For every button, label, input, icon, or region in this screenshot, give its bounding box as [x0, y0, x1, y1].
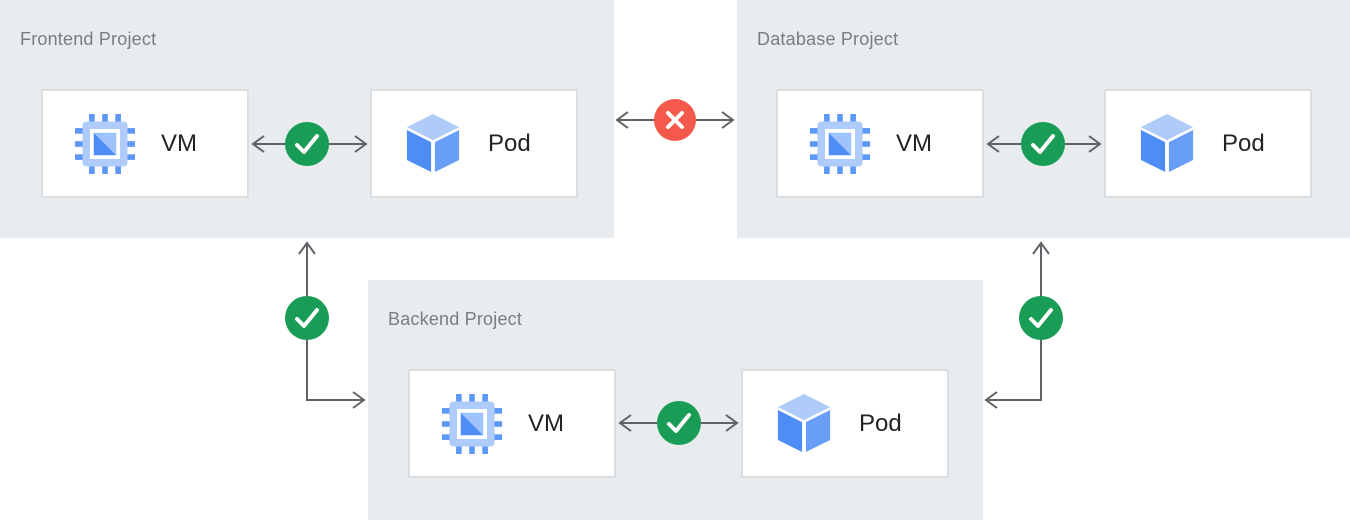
vm-node-label: VM: [528, 409, 564, 437]
database-vm-node: VM: [776, 89, 984, 198]
database-pod-node: Pod: [1104, 89, 1312, 198]
backend-project-label: Backend Project: [388, 309, 523, 329]
check-icon: [1019, 296, 1063, 340]
vm-node-label: VM: [896, 129, 932, 157]
pod-node-label: Pod: [1222, 129, 1265, 157]
frontend-pod-node: Pod: [370, 89, 578, 198]
cross-icon: [654, 99, 696, 141]
vm-node-label: VM: [161, 129, 197, 157]
frontend-vm-node: VM: [41, 89, 249, 198]
pod-node-label: Pod: [488, 129, 531, 157]
check-icon: [285, 122, 329, 166]
database-project-label: Database Project: [757, 29, 899, 49]
check-icon: [1021, 122, 1065, 166]
backend-vm-node: VM: [408, 369, 616, 478]
check-icon: [285, 296, 329, 340]
compute-vm-chip-icon: [75, 113, 135, 174]
check-icon: [657, 401, 701, 445]
pod-cube-icon: [406, 113, 460, 172]
pod-cube-icon: [777, 393, 831, 452]
frontend-project-label: Frontend Project: [20, 29, 157, 49]
pod-node-label: Pod: [859, 409, 902, 437]
pod-cube-icon: [1140, 113, 1194, 172]
backend-pod-node: Pod: [741, 369, 949, 478]
compute-vm-chip-icon: [442, 393, 502, 454]
compute-vm-chip-icon: [810, 113, 870, 174]
